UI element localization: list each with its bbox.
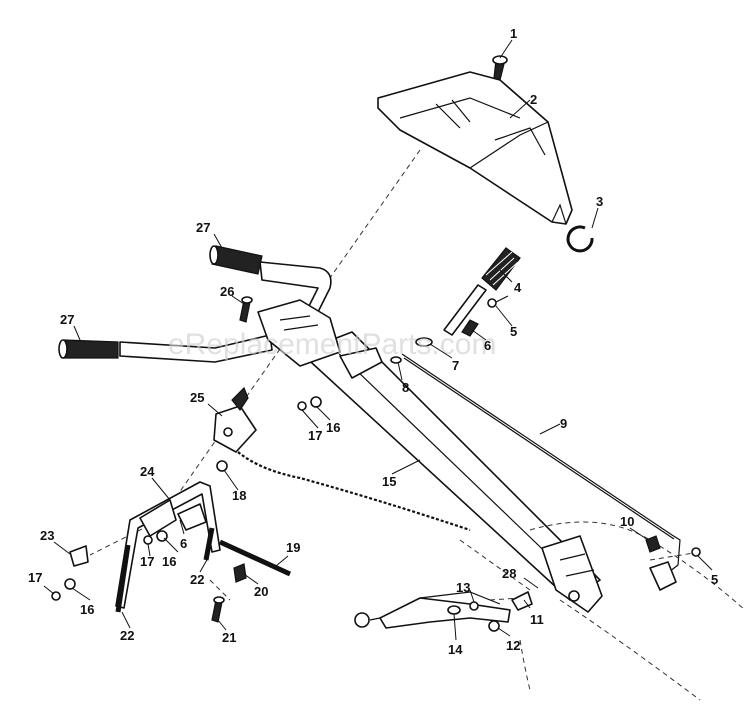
- clip: [69, 545, 89, 567]
- callout-16-lower: 16: [80, 602, 94, 617]
- handle-bolt: [239, 296, 253, 323]
- screw: [492, 55, 508, 81]
- callout-22-lower: 22: [120, 628, 134, 643]
- shift-lever: [443, 247, 521, 336]
- pivot-clip: [649, 547, 701, 591]
- callout-15: 15: [382, 474, 396, 489]
- callout-27-upper: 27: [196, 220, 210, 235]
- callout-7: 7: [452, 358, 459, 373]
- callout-3: 3: [596, 194, 603, 209]
- callout-9: 9: [560, 416, 567, 431]
- callout-6-upper: 6: [484, 338, 491, 353]
- arm-hardware: [447, 591, 533, 632]
- lever-rod-left: [115, 544, 131, 613]
- callout-13: 13: [456, 580, 470, 595]
- threaded-rod: [218, 539, 292, 577]
- callout-2: 2: [530, 92, 537, 107]
- callout-25: 25: [190, 390, 204, 405]
- callout-5-lower: 5: [711, 572, 718, 587]
- bail-lever: [115, 481, 221, 609]
- bolt-10: [645, 535, 661, 553]
- lower-bracket: [541, 535, 603, 613]
- callout-16-upper: 16: [326, 420, 340, 435]
- callout-22-upper: 22: [190, 572, 204, 587]
- cable-bracket: [213, 386, 257, 453]
- callout-5-upper: 5: [510, 324, 517, 339]
- callout-12: 12: [506, 638, 520, 653]
- callout-4: 4: [514, 280, 522, 295]
- callout-17-upper: 17: [308, 428, 322, 443]
- retaining-ring: [566, 225, 594, 253]
- lever-rod-right: [203, 527, 215, 561]
- bolt-21: [211, 596, 225, 623]
- callout-17-middle: 17: [140, 554, 154, 569]
- handlebar: [119, 261, 383, 379]
- hand-grip-lower: [58, 339, 119, 359]
- callout-23: 23: [40, 528, 54, 543]
- callout-21: 21: [222, 630, 236, 645]
- callout-28: 28: [502, 566, 516, 581]
- bolt-20: [233, 563, 247, 583]
- callout-24: 24: [140, 464, 155, 479]
- watermark: eReplacementParts.com: [168, 328, 496, 361]
- hand-grip-upper: [209, 245, 263, 275]
- callout-14: 14: [448, 642, 463, 657]
- washers-nuts: [51, 396, 322, 601]
- callout-19: 19: [286, 540, 300, 555]
- callout-11: 11: [530, 612, 544, 627]
- callout-16-middle: 16: [162, 554, 176, 569]
- callout-18: 18: [232, 488, 246, 503]
- callout-10: 10: [620, 514, 634, 529]
- callout-8: 8: [402, 380, 409, 395]
- callout-labels: 1 2 3 4 5 5 6 6 7 8 9 10 11 12 13 14 15 …: [28, 26, 718, 657]
- leader-lines: [43, 39, 713, 641]
- callout-6-lower: 6: [180, 536, 187, 551]
- shift-hardware: [390, 295, 509, 364]
- control-cable: [237, 451, 471, 532]
- console-cover: [377, 71, 573, 225]
- callout-20: 20: [254, 584, 268, 599]
- callout-17-lower: 17: [28, 570, 42, 585]
- housing-outline: [519, 521, 746, 701]
- callout-27-lower: 27: [60, 312, 74, 327]
- control-rod: [401, 353, 681, 576]
- control-arm: [354, 591, 511, 629]
- callout-1: 1: [510, 26, 517, 41]
- callout-26: 26: [220, 284, 234, 299]
